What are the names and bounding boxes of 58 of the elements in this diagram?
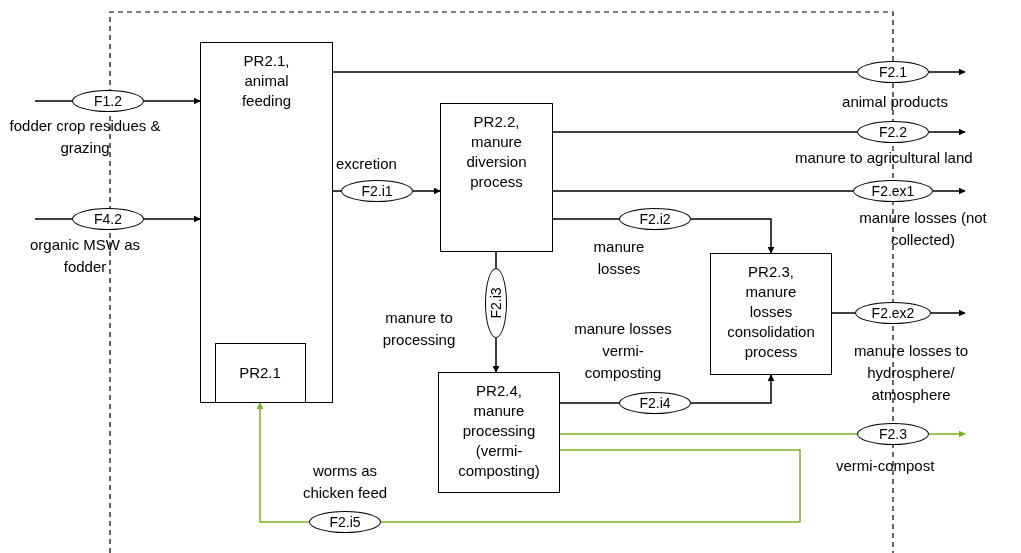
process-label: PR2.1 bbox=[239, 362, 281, 383]
process-box bbox=[440, 103, 553, 252]
flow-description: manure losses to hydrosphere/ atmosphere bbox=[852, 341, 970, 405]
flow-id: F2.i3 bbox=[489, 287, 503, 319]
arrow bbox=[412, 187, 441, 195]
process-label: PR2.2, manure diversion process bbox=[465, 112, 528, 192]
connector-line bbox=[34, 100, 73, 102]
process-box bbox=[438, 372, 560, 493]
connector-line bbox=[559, 433, 858, 435]
arrow bbox=[143, 97, 201, 105]
arrow bbox=[143, 215, 201, 223]
arrow bbox=[256, 402, 310, 523]
process-box bbox=[710, 253, 832, 375]
flow-description: manure to processing bbox=[381, 308, 457, 350]
flow-id: F2.2 bbox=[879, 125, 907, 139]
process-box bbox=[214, 342, 306, 403]
flow-id: F2.1 bbox=[879, 65, 907, 79]
flow-description: excretion bbox=[336, 154, 398, 174]
flow-description: organic MSW as fodder bbox=[28, 235, 141, 277]
connector-line bbox=[332, 190, 342, 192]
connector-line bbox=[552, 218, 620, 220]
arrow bbox=[690, 218, 775, 254]
process-box bbox=[200, 42, 333, 403]
connector-line bbox=[552, 131, 858, 133]
flow-description: animal products bbox=[841, 92, 949, 112]
connector-line bbox=[831, 312, 856, 314]
flow-id: F2.i4 bbox=[639, 396, 671, 410]
flow-id: F2.i5 bbox=[329, 515, 361, 529]
flow-description: fodder crop residues & grazing bbox=[8, 116, 162, 158]
flow-id: F2.3 bbox=[879, 427, 907, 441]
process-label: PR2.1, animal feeding bbox=[240, 51, 293, 111]
flow-description: vermi-compost bbox=[836, 456, 936, 476]
flow-id: F2.i2 bbox=[639, 212, 671, 226]
flow-id: F4.2 bbox=[94, 212, 122, 226]
flow-description: manure losses vermi-composting bbox=[573, 319, 673, 383]
connector-line bbox=[559, 402, 620, 404]
arrow bbox=[930, 309, 966, 317]
flow-description: manure losses (not collected) bbox=[858, 208, 988, 250]
flow-id: F2.ex2 bbox=[871, 306, 915, 320]
arrow bbox=[928, 68, 966, 76]
flow-description: manure to agricultural land bbox=[795, 148, 974, 168]
arrow bbox=[928, 128, 966, 136]
connector-line bbox=[552, 190, 854, 192]
connector-line bbox=[34, 218, 73, 220]
flow-description: worms as chicken feed bbox=[301, 461, 389, 503]
arrow bbox=[492, 337, 500, 373]
flow-description: manure losses bbox=[592, 237, 646, 279]
arrow bbox=[932, 187, 966, 195]
connector-line bbox=[495, 251, 497, 269]
flow-id: F2.ex1 bbox=[871, 184, 915, 198]
arrow bbox=[690, 374, 775, 404]
connector-line bbox=[380, 449, 801, 523]
arrow bbox=[928, 430, 966, 438]
flow-id: F2.i1 bbox=[361, 184, 393, 198]
process-label: PR2.4, manure processing (vermi-composting) bbox=[457, 381, 541, 481]
connector-line bbox=[332, 71, 858, 73]
flow-id: F1.2 bbox=[94, 94, 122, 108]
process-label: PR2.3, manure losses consolidation process bbox=[726, 262, 816, 362]
